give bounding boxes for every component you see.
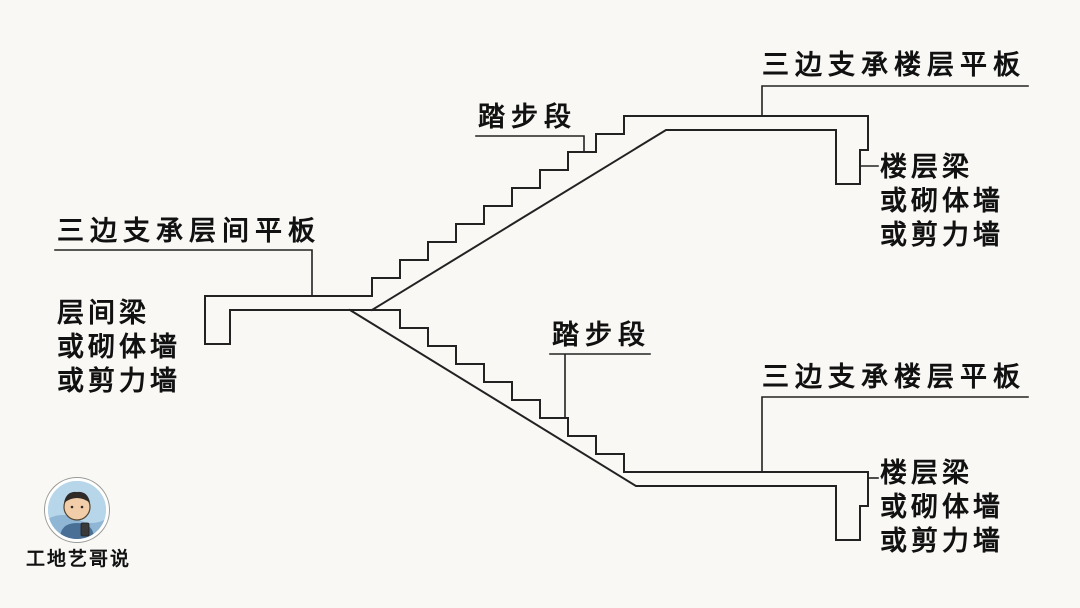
leader-steps-upper-line — [475, 135, 585, 153]
lower-flight-steps-line — [371, 309, 869, 473]
label-beam-left-line1: 层间梁 — [57, 298, 150, 328]
watermark-text: 工地艺哥说 — [26, 549, 132, 570]
label-beam-right-top-line1: 楼层梁 — [880, 152, 973, 182]
leader-steps-lower-line — [549, 353, 651, 419]
label-steps-lower: 踏步段 — [552, 320, 651, 350]
upper-flight-steps-line — [371, 115, 869, 297]
avatar-illustration — [48, 481, 106, 539]
label-floor-slab-top: 三边支承楼层平板 — [762, 50, 1026, 80]
upper-flight-soffit-and-top-beam-line — [370, 115, 869, 312]
label-beam-right-top-line2: 或砌体墙 — [880, 186, 1004, 216]
leader-mid-landing-slab-line — [54, 249, 313, 297]
leader-floor-slab-bottom-line — [761, 396, 1029, 473]
lower-flight-soffit-and-bottom-beam-line — [348, 308, 869, 541]
landing-beam-and-soffit-line — [204, 295, 373, 345]
label-beam-right-bottom-line2: 或砌体墙 — [880, 492, 1004, 522]
label-floor-slab-bottom: 三边支承楼层平板 — [762, 362, 1026, 392]
leader-floor-slab-top-line — [761, 85, 1029, 117]
label-beam-right-top: 楼层梁 或砌体墙 或剪力墙 — [880, 150, 1004, 252]
label-beam-left-line2: 或砌体墙 — [57, 332, 181, 362]
watermark-avatar — [45, 478, 109, 542]
label-beam-left-line3: 或剪力墙 — [57, 366, 181, 396]
label-steps-upper: 踏步段 — [478, 102, 577, 132]
label-beam-right-top-line3: 或剪力墙 — [880, 220, 1004, 250]
label-beam-right-bottom-line3: 或剪力墙 — [880, 526, 1004, 556]
label-beam-right-bottom: 楼层梁 或砌体墙 或剪力墙 — [880, 456, 1004, 558]
label-beam-left: 层间梁 或砌体墙 或剪力墙 — [57, 296, 181, 398]
label-beam-right-bottom-line1: 楼层梁 — [880, 458, 973, 488]
label-mid-landing-slab: 三边支承层间平板 — [57, 216, 321, 246]
